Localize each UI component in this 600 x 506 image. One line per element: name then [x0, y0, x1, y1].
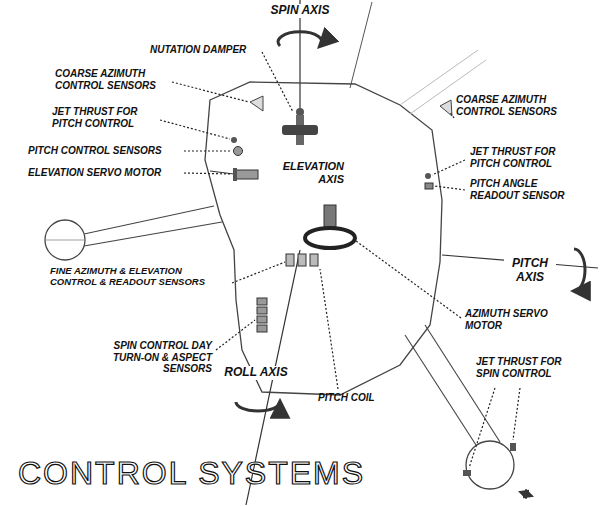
elevation-motor: [236, 170, 258, 179]
arm-ball: [45, 220, 85, 260]
fine-sensor: [298, 254, 306, 266]
leader-line: [356, 241, 461, 318]
fine-sensor: [286, 254, 294, 266]
part-label: FINE AZIMUTH & ELEVATION CONTROL & READO…: [50, 266, 228, 288]
arm: [84, 222, 222, 246]
leader-line: [160, 120, 230, 139]
leader-line: [184, 150, 232, 151]
part-label: PITCH ANGLE READOUT SENSOR: [470, 178, 580, 201]
leader-line: [216, 320, 255, 350]
part-label: ELEVATION SERVO MOTOR: [28, 167, 188, 179]
nutation-damper: [282, 125, 318, 135]
diagram-title: CONTROL SYSTEMS: [18, 455, 365, 492]
rotation-arrow: [278, 32, 322, 46]
readout-sensor: [425, 183, 433, 189]
spin-sensor: [257, 307, 267, 314]
double-arrow: [520, 492, 532, 496]
leader-line: [432, 160, 465, 175]
axis-line: [350, 2, 372, 88]
part-label: COARSE AZIMUTH CONTROL SENSORS: [456, 94, 581, 117]
part-label: JET THRUST FOR PITCH CONTROL: [470, 146, 580, 169]
part-label: SPIN CONTROL DAY TURN-ON & ASPECT SENSOR…: [92, 340, 212, 375]
leader-line: [513, 388, 520, 440]
leader-line: [435, 186, 465, 190]
rotation-arrow: [574, 249, 585, 291]
leader-line: [232, 262, 285, 283]
leader-line: [469, 388, 495, 468]
jet-nozzle: [463, 470, 471, 476]
elevation-motor: [233, 168, 237, 181]
part-label: PITCH COIL: [318, 392, 408, 404]
pitch-sensor: [234, 147, 243, 156]
part-label: JET THRUST FOR SPIN CONTROL: [476, 356, 586, 379]
axis-label: SPIN AXIS: [269, 4, 332, 18]
azimuth-motor: [324, 205, 336, 227]
rotation-arrow: [236, 402, 280, 411]
coarse-sensor: [440, 100, 452, 116]
arm: [405, 335, 476, 445]
part-label: COARSE AZIMUTH CONTROL SENSORS: [55, 68, 165, 91]
leader-line: [450, 112, 454, 118]
leader-line: [262, 52, 293, 112]
ball-line: [45, 240, 85, 241]
fine-sensor: [310, 254, 318, 266]
azimuth-ring: [305, 228, 355, 248]
axis-label: ROLL AXIS: [222, 366, 289, 380]
arm-ball: [466, 441, 514, 489]
spin-sensor: [257, 325, 267, 332]
leader-line: [184, 173, 231, 174]
coarse-sensor: [250, 96, 263, 111]
leader-line: [320, 269, 338, 389]
satellite-body: [205, 82, 442, 395]
part-label: PITCH CONTROL SENSORS: [28, 145, 188, 157]
part-label: JET THRUST FOR PITCH CONTROL: [52, 106, 157, 129]
leader-line: [172, 82, 249, 102]
part-label: AZIMUTH SERVO MOTOR: [465, 308, 565, 331]
axis-label: PITCH AXIS: [504, 257, 556, 285]
spin-sensor: [257, 298, 267, 305]
jet-thrust: [231, 137, 237, 143]
arm: [425, 325, 500, 442]
nutation-damper: [296, 108, 304, 116]
jet-thrust: [425, 173, 431, 179]
axis-label: ELEVATION AXIS: [262, 160, 344, 185]
spin-sensor: [257, 316, 267, 323]
arm: [84, 206, 214, 234]
jet-nozzle: [510, 443, 516, 451]
part-label: NUTATION DAMPER: [150, 44, 280, 56]
